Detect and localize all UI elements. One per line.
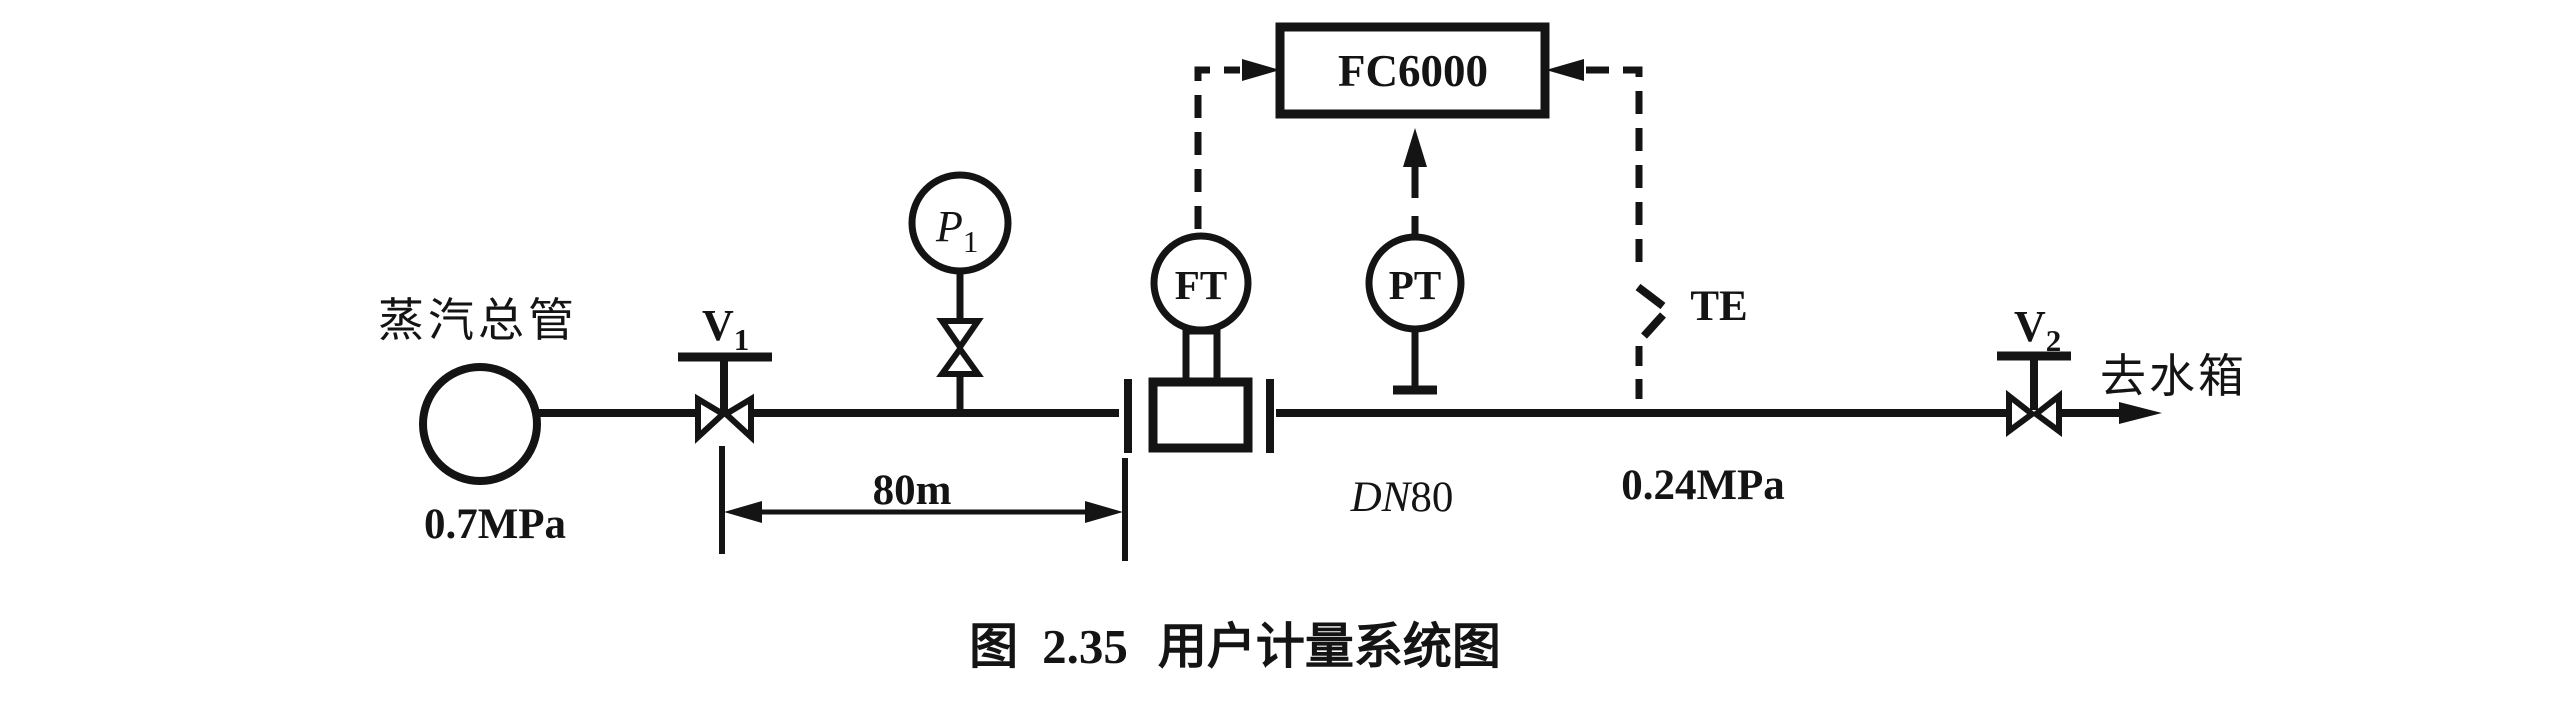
figure-caption-fig: 图 (969, 619, 1018, 674)
to-water-tank-label: 去水箱 (2100, 351, 2247, 402)
ft-signal-arrow-icon (1242, 59, 1280, 81)
valve-v2-label: V2 (2014, 302, 2061, 358)
flow-meter-ft: FT (1124, 59, 1280, 453)
valve-v1-gate-icon (721, 393, 754, 444)
ft-circle (1150, 232, 1252, 334)
valve-v2-label-sub: 2 (2046, 323, 2062, 358)
steam-main-label: 蒸汽总管 (378, 295, 578, 346)
flow-computer-fc6000: FC6000 (1275, 22, 1550, 119)
ft-signal-dashed-line (1194, 66, 1240, 229)
pipe-length-dimension: 80m (719, 446, 1128, 561)
pt-label: PT (1389, 262, 1441, 308)
main-pipe (536, 402, 2162, 424)
valve-v1: V1 (678, 301, 772, 444)
valve-v1-label-sub: 1 (734, 322, 750, 357)
ft-label: FT (1175, 262, 1227, 308)
te-label: TE (1690, 283, 1747, 330)
steam-main-source: 蒸汽总管 0.7MPa (378, 295, 578, 548)
valve-v1-gate-icon (695, 393, 728, 444)
gauge-p1-circle (908, 171, 1012, 275)
temperature-element-te: TE (1546, 59, 1748, 410)
gauge-p1-valve-icon (936, 318, 984, 353)
valve-v2: V2 (1997, 302, 2071, 437)
valve-v2-gate-icon (2031, 389, 2062, 437)
pipe-spec-prefix: DN (1350, 474, 1413, 521)
valve-v1-label: V1 (702, 301, 749, 357)
orifice-meter-body (1148, 377, 1253, 453)
fc6000-label: FC6000 (1338, 46, 1488, 96)
gauge-p1-label-sub: 1 (963, 224, 979, 259)
pressure-transmitter-pt: PT (1365, 128, 1465, 395)
figure-caption-number: 2.35 (1042, 619, 1128, 674)
valve-v1-label-base: V (702, 301, 734, 350)
steam-main-circle (419, 363, 541, 485)
pipe-spec-size: 80 (1410, 474, 1453, 521)
gauge-p1-valve-icon (936, 343, 984, 377)
dimension-arrow-left-icon (724, 501, 762, 523)
outlet-pressure-label: 0.24MPa (1621, 462, 1785, 509)
dimension-arrow-right-icon (1085, 501, 1123, 523)
pressure-gauge-p1: P1 (908, 171, 1012, 412)
gauge-p1-label: P1 (935, 202, 978, 259)
valve-v2-gate-icon (2006, 389, 2037, 437)
te-signal-arrow-icon (1546, 59, 1584, 81)
figure-caption: 图 2.35 用户计量系统图 (969, 619, 1501, 674)
pipe-spec-label: DN80 (1350, 474, 1454, 521)
fc6000-box (1275, 22, 1550, 119)
te-sensor-chevron-icon (1635, 283, 1666, 339)
gauge-p1-label-base: P (935, 202, 963, 251)
ft-neck (1182, 327, 1221, 382)
flow-direction-arrow-icon (2119, 402, 2162, 424)
pt-signal-arrow-icon (1403, 128, 1427, 167)
figure-caption-title: 用户计量系统图 (1158, 619, 1501, 674)
valve-v2-label-base: V (2014, 302, 2046, 351)
inlet-pressure-label: 0.7MPa (424, 501, 566, 548)
pipe-annotations: DN80 0.24MPa (1350, 462, 1785, 521)
te-signal-dashed-line-upper (1586, 66, 1643, 276)
pipe-distance-label: 80m (873, 467, 952, 514)
